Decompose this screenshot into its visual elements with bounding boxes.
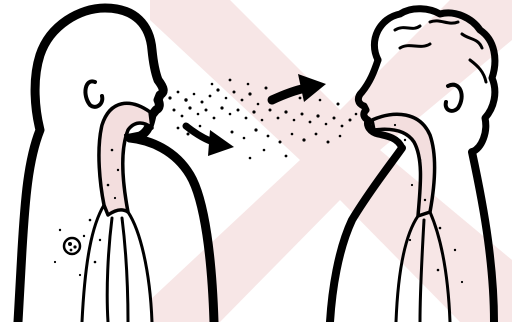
background-watermark xyxy=(150,0,512,322)
left-person-bronchi xyxy=(82,205,152,322)
left-person-ear xyxy=(85,81,102,106)
spread-arrow-icon xyxy=(186,126,234,156)
left-person-outline xyxy=(18,8,163,322)
germ-icon xyxy=(64,238,80,254)
left-person-airway xyxy=(99,103,152,215)
